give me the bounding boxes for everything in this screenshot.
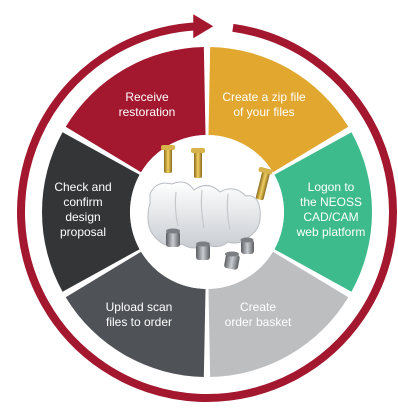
segment-confirm (41, 132, 140, 292)
dental-implant-bridge-image (130, 135, 284, 289)
gold-abutment-3 (255, 166, 273, 201)
segment-logon (274, 132, 373, 292)
gold-abutment-2 (191, 148, 205, 178)
implant-2 (196, 241, 210, 260)
segment-zip (208, 47, 349, 173)
cycle-arrowhead (193, 14, 214, 39)
cycle-arrow-arc (17, 22, 397, 402)
segments-group (41, 47, 373, 377)
implant-4 (240, 237, 254, 254)
implant-3 (224, 251, 240, 270)
segment-basket (208, 251, 349, 377)
cycle-arrow-ring (17, 14, 397, 402)
gold-abutment-1 (161, 145, 175, 173)
segment-upload (65, 251, 206, 377)
implant-1 (166, 228, 180, 247)
segment-receive (65, 47, 206, 173)
